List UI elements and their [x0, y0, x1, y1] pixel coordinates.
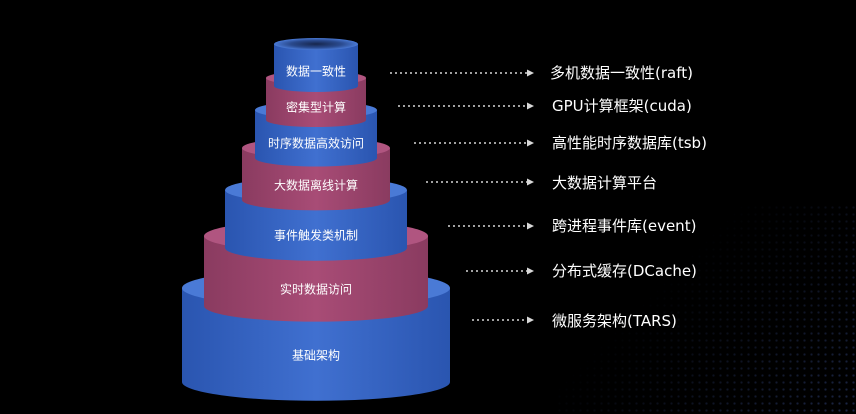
tier-label: 数据一致性	[286, 64, 346, 79]
tier-label: 实时数据访问	[280, 282, 352, 297]
tier-top	[274, 38, 358, 50]
layer-description-tsb: 高性能时序数据库(tsb)	[552, 134, 707, 152]
arrow-head-icon	[527, 139, 534, 147]
arrow-head-icon	[527, 316, 534, 324]
tier-0: 数据一致性	[274, 38, 358, 92]
arrow-head-icon	[527, 178, 534, 186]
tier-label: 时序数据高效访问	[268, 136, 364, 151]
tier-label: 大数据离线计算	[274, 178, 358, 193]
tier-label: 密集型计算	[286, 100, 346, 115]
layer-description-raft: 多机数据一致性(raft)	[550, 64, 693, 82]
layer-description-tars: 微服务架构(TARS)	[552, 312, 677, 330]
tier-label: 事件触发类机制	[274, 228, 358, 243]
tier-side	[274, 44, 358, 92]
arrow-head-icon	[527, 222, 534, 230]
arrow-head-icon	[527, 267, 534, 275]
arrow-head-icon	[527, 69, 534, 77]
layer-description-cuda: GPU计算框架(cuda)	[552, 97, 692, 115]
tier-label: 基础架构	[292, 348, 340, 363]
layer-description-event: 跨进程事件库(event)	[552, 217, 697, 235]
arrow-head-icon	[527, 102, 534, 110]
layer-description-compute-platform: 大数据计算平台	[552, 174, 658, 192]
background-dot-pattern	[556, 204, 856, 414]
layer-description-dcache: 分布式缓存(DCache)	[552, 262, 697, 280]
